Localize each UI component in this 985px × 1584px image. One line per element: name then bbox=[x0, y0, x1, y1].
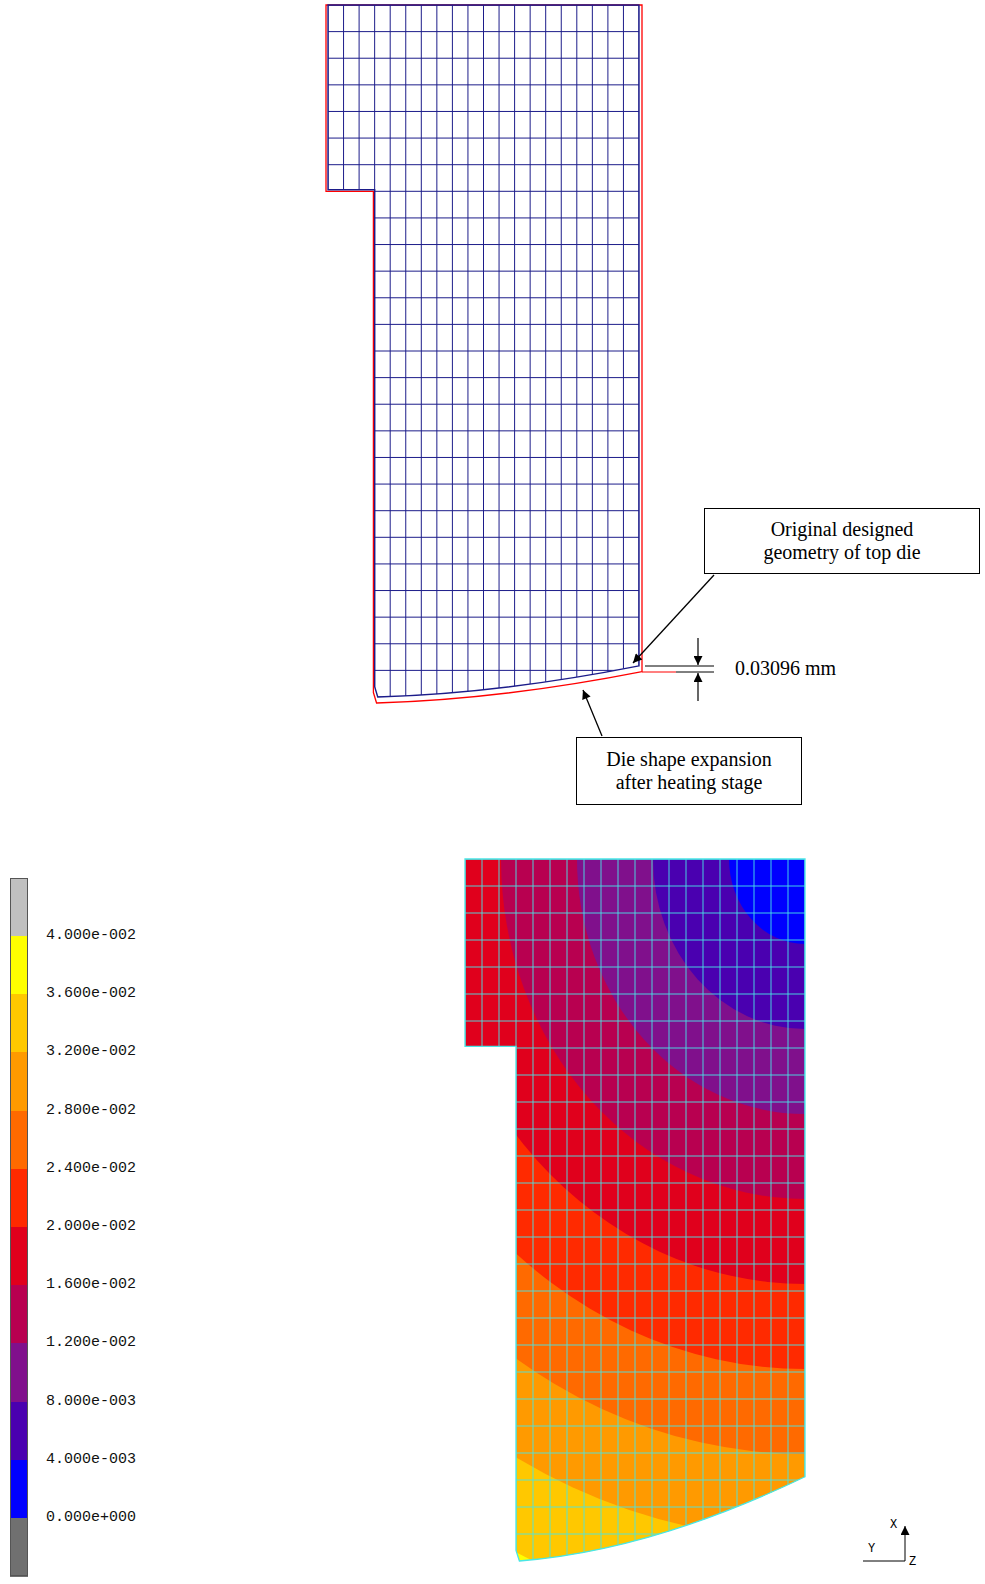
legend-value: 4.000e-003 bbox=[46, 1451, 136, 1469]
leader-line bbox=[583, 690, 602, 736]
contour-bands bbox=[121, 94, 985, 1584]
legend-value: 2.400e-002 bbox=[46, 1160, 136, 1178]
mesh-line bbox=[328, 31, 639, 32]
colorbar-top-band bbox=[10, 878, 28, 936]
colorbar-frame bbox=[10, 878, 28, 1576]
contour-band bbox=[121, 94, 985, 1584]
dimension-arrow bbox=[697, 673, 698, 701]
axis-label: Z bbox=[909, 1555, 916, 1569]
mesh-line bbox=[465, 967, 805, 968]
legend-swatch bbox=[10, 1402, 28, 1461]
mesh-line bbox=[328, 164, 639, 165]
mesh-line bbox=[465, 940, 805, 941]
dimension-value: 0.03096 mm bbox=[735, 656, 836, 680]
legend-value: 4.000e-002 bbox=[46, 927, 136, 945]
axis-label: Y bbox=[868, 1542, 875, 1556]
dimension-line bbox=[645, 666, 714, 667]
axis-y bbox=[863, 1561, 905, 1562]
axis-x bbox=[905, 1526, 906, 1561]
legend-value: 1.600e-002 bbox=[46, 1276, 136, 1294]
mesh-line bbox=[465, 1561, 805, 1562]
mesh-line bbox=[328, 697, 639, 698]
extension-line bbox=[642, 671, 676, 672]
legend-swatch bbox=[10, 1111, 28, 1170]
legend-value: 2.000e-002 bbox=[46, 1218, 136, 1236]
mesh-line bbox=[465, 1021, 805, 1022]
legend-swatch bbox=[10, 994, 28, 1053]
legend-value: 3.200e-002 bbox=[46, 1043, 136, 1061]
mesh-line bbox=[328, 111, 639, 112]
mesh-line bbox=[465, 994, 805, 995]
legend-swatch bbox=[10, 936, 28, 995]
callout-box: Die shape expansion after heating stage bbox=[576, 737, 802, 805]
legend-swatch bbox=[10, 1285, 28, 1344]
mesh-line bbox=[328, 138, 639, 139]
original-mesh bbox=[326, 5, 642, 703]
mesh-line bbox=[482, 859, 483, 1561]
callout-box: Original designed geometry of top die bbox=[704, 508, 980, 574]
mesh-line bbox=[499, 859, 500, 1561]
legend-swatch bbox=[10, 1460, 28, 1519]
contour-band bbox=[465, 859, 805, 1561]
expanded-outline bbox=[326, 5, 642, 703]
legend-value: 0.000e+000 bbox=[46, 1509, 136, 1527]
contour-plot bbox=[121, 94, 985, 1584]
callout-text: Original designed geometry of top die bbox=[750, 518, 934, 564]
mesh-line bbox=[343, 5, 344, 697]
mesh-line bbox=[328, 84, 639, 85]
mesh-line bbox=[359, 5, 360, 697]
dimension-arrow bbox=[697, 638, 698, 665]
callout-text: Die shape expansion after heating stage bbox=[597, 748, 781, 794]
die-outline bbox=[328, 5, 639, 697]
legend-swatch bbox=[10, 1227, 28, 1286]
legend-value: 8.000e-003 bbox=[46, 1393, 136, 1411]
dimension-line bbox=[676, 672, 714, 673]
mesh-grid bbox=[328, 5, 639, 697]
die-outline bbox=[465, 859, 805, 1561]
mesh-line bbox=[465, 913, 805, 914]
legend-swatch bbox=[10, 1343, 28, 1402]
legend-swatch bbox=[10, 1518, 28, 1577]
mesh-line bbox=[465, 886, 805, 887]
axis-label: X bbox=[890, 1518, 897, 1532]
mesh-line bbox=[328, 58, 639, 59]
leader-line bbox=[633, 575, 714, 663]
legend-swatch bbox=[10, 1169, 28, 1228]
legend-value: 2.800e-002 bbox=[46, 1102, 136, 1120]
legend-swatch bbox=[10, 1052, 28, 1111]
legend-value: 1.200e-002 bbox=[46, 1334, 136, 1352]
legend-value: 3.600e-002 bbox=[46, 985, 136, 1003]
mesh-grid bbox=[465, 859, 805, 1561]
